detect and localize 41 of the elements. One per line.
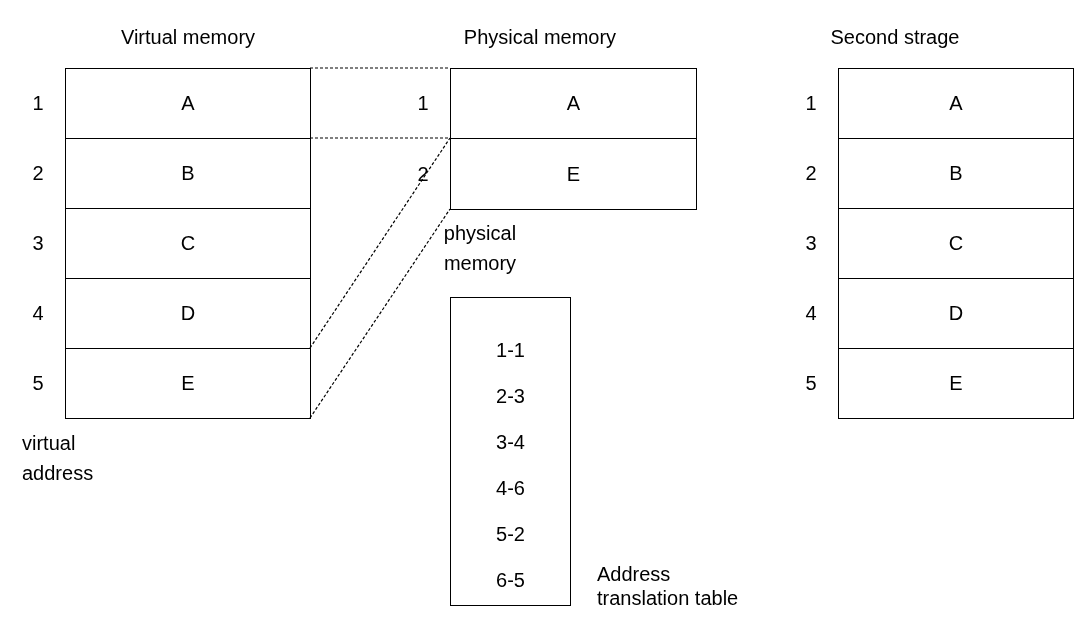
table-entry: 5-2 bbox=[495, 523, 526, 546]
table-entry: 1-1 bbox=[495, 339, 526, 362]
table-row: C bbox=[65, 208, 311, 279]
table-row: D bbox=[838, 278, 1074, 349]
row-number: 1 bbox=[805, 92, 817, 115]
caption-text: Address translation table bbox=[597, 562, 740, 610]
table-row: D bbox=[65, 278, 311, 349]
table-row: B bbox=[65, 138, 311, 209]
caption-text: virtual address bbox=[22, 431, 95, 486]
table-row: A bbox=[838, 68, 1074, 139]
column-heading: Physical memory bbox=[463, 26, 617, 49]
row-number: 2 bbox=[417, 162, 429, 186]
row-number: 4 bbox=[32, 302, 44, 325]
dotted-line bbox=[309, 67, 451, 69]
caption-text: physical memory bbox=[442, 221, 518, 276]
dotted-line bbox=[309, 208, 451, 419]
row-number: 1 bbox=[32, 92, 44, 115]
table-entry: 3-4 bbox=[495, 431, 526, 454]
table-row: E bbox=[450, 138, 697, 210]
table-row: B bbox=[838, 138, 1074, 209]
row-number: 5 bbox=[805, 372, 817, 395]
dotted-line bbox=[309, 137, 451, 349]
table-row: A bbox=[450, 68, 697, 139]
table-entry: 6-5 bbox=[495, 569, 526, 592]
table-row: E bbox=[65, 348, 311, 419]
table-entry: 4-6 bbox=[495, 477, 526, 500]
row-number: 2 bbox=[32, 162, 44, 185]
column-heading: Second strage bbox=[830, 26, 960, 49]
row-number: 5 bbox=[32, 372, 44, 395]
row-number: 3 bbox=[805, 232, 817, 255]
row-number: 4 bbox=[805, 302, 817, 325]
column-heading: Virtual memory bbox=[120, 26, 256, 49]
dotted-line bbox=[309, 137, 451, 139]
table-row: E bbox=[838, 348, 1074, 419]
row-number: 2 bbox=[805, 162, 817, 185]
row-number: 1 bbox=[417, 92, 429, 115]
table-entry: 2-3 bbox=[495, 385, 526, 408]
translation-table bbox=[450, 297, 571, 606]
row-number: 3 bbox=[32, 232, 44, 255]
table-row: A bbox=[65, 68, 311, 139]
table-row: C bbox=[838, 208, 1074, 279]
